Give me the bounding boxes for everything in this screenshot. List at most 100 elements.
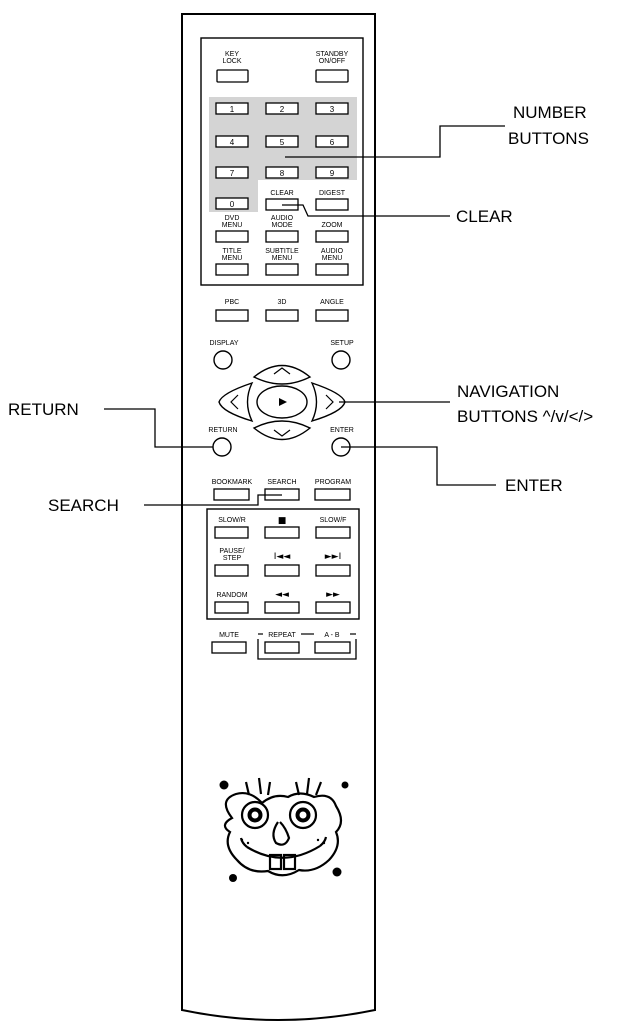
slow-reverse-button[interactable]: SLOW/R xyxy=(214,517,249,539)
random-button[interactable]: RANDOM xyxy=(214,592,249,614)
standby-button[interactable]: STANDBY ON/OFF xyxy=(315,51,349,83)
subtitle-menu-button[interactable]: SUBTITLE MENU xyxy=(265,248,299,276)
audio-menu-button[interactable]: AUDIO MENU xyxy=(315,248,349,276)
navigation-cluster xyxy=(218,364,346,441)
number-button-4[interactable]: 4 xyxy=(215,135,249,148)
previous-button[interactable]: I◄◄ xyxy=(264,552,300,577)
nav-right-button[interactable] xyxy=(310,381,346,423)
svg-text:PBC: PBC xyxy=(225,299,239,306)
number-button-9[interactable]: 9 xyxy=(315,166,349,179)
search-button[interactable]: SEARCH xyxy=(264,479,300,501)
number-button-5[interactable]: 5 xyxy=(265,135,299,148)
svg-text:ON/OFF: ON/OFF xyxy=(319,58,345,65)
svg-text:9: 9 xyxy=(330,169,335,178)
number-button-0[interactable]: 0 xyxy=(215,197,249,210)
svg-text:DISPLAY: DISPLAY xyxy=(209,340,238,347)
svg-text:ANGLE: ANGLE xyxy=(320,299,344,306)
pause-step-button[interactable]: PAUSE/ STEP xyxy=(214,548,249,577)
callout-search: SEARCH xyxy=(48,494,282,515)
mute-button[interactable]: MUTE xyxy=(211,632,247,654)
setup-button[interactable]: SETUP xyxy=(330,340,354,370)
callout-clear: CLEAR xyxy=(282,204,513,226)
fast-forward-button[interactable]: ►► xyxy=(315,590,351,614)
svg-text:DVD: DVD xyxy=(225,215,240,222)
display-button[interactable]: DISPLAY xyxy=(209,340,239,370)
digest-button[interactable]: DIGEST xyxy=(315,190,349,211)
rewind-button[interactable]: ◄◄ xyxy=(264,590,300,614)
nav-left-button[interactable] xyxy=(218,381,254,423)
svg-text:BUTTONS: BUTTONS xyxy=(508,129,589,148)
program-button[interactable]: PROGRAM xyxy=(314,479,351,501)
number-button-7[interactable]: 7 xyxy=(215,166,249,179)
svg-text:KEY: KEY xyxy=(225,51,239,58)
bookmark-button[interactable]: BOOKMARK xyxy=(212,479,253,501)
svg-text:TITLE: TITLE xyxy=(222,248,241,255)
svg-text:MUTE: MUTE xyxy=(219,632,239,639)
top-panel xyxy=(200,37,364,286)
repeat-button[interactable]: REPEAT xyxy=(264,632,300,654)
svg-text:CLEAR: CLEAR xyxy=(456,207,513,226)
title-menu-button[interactable]: TITLE MENU xyxy=(215,248,249,276)
nav-down-button[interactable] xyxy=(252,420,312,441)
clear-button[interactable]: CLEAR xyxy=(265,190,299,211)
number-button-2[interactable]: 2 xyxy=(265,102,299,115)
number-button-6[interactable]: 6 xyxy=(315,135,349,148)
number-button-8[interactable]: 8 xyxy=(265,166,299,179)
svg-text:MODE: MODE xyxy=(272,222,293,229)
playback-panel xyxy=(206,508,360,620)
cartoon-face-logo xyxy=(219,777,349,882)
svg-text:ENTER: ENTER xyxy=(505,476,563,495)
svg-text:REPEAT: REPEAT xyxy=(268,632,296,639)
svg-text:SEARCH: SEARCH xyxy=(48,496,119,515)
svg-text:BUTTONS ^/v/</>: BUTTONS ^/v/</> xyxy=(457,407,593,426)
repeat-ab-bracket xyxy=(257,633,357,660)
chevron-right-icon xyxy=(325,394,334,410)
zoom-button[interactable]: ZOOM xyxy=(315,222,349,243)
svg-text:SLOW/F: SLOW/F xyxy=(320,517,347,524)
audio-mode-button[interactable]: AUDIO MODE xyxy=(265,215,299,243)
svg-text:1: 1 xyxy=(230,105,235,114)
svg-text:ZOOM: ZOOM xyxy=(322,222,343,229)
svg-text:0: 0 xyxy=(230,200,235,209)
callout-enter: ENTER xyxy=(341,446,563,495)
key-lock-button[interactable]: KEY LOCK xyxy=(216,51,249,83)
angle-button[interactable]: ANGLE xyxy=(315,299,349,322)
svg-text:RANDOM: RANDOM xyxy=(216,592,247,599)
svg-text:MENU: MENU xyxy=(322,255,343,262)
svg-text:MENU: MENU xyxy=(222,255,243,262)
svg-text:SEARCH: SEARCH xyxy=(267,479,296,486)
svg-text:SUBTITLE: SUBTITLE xyxy=(265,248,299,255)
svg-text:8: 8 xyxy=(280,169,285,178)
svg-text:CLEAR: CLEAR xyxy=(270,190,293,197)
skip-back-icon: I◄◄ xyxy=(274,552,291,562)
play-button[interactable] xyxy=(256,385,308,419)
skip-forward-icon: ►►I xyxy=(325,552,342,562)
svg-text:3: 3 xyxy=(330,105,335,114)
svg-text:NUMBER: NUMBER xyxy=(513,103,587,122)
svg-text:RETURN: RETURN xyxy=(8,400,79,419)
svg-text:3D: 3D xyxy=(278,299,287,306)
number-button-3[interactable]: 3 xyxy=(315,102,349,115)
svg-text:PAUSE/: PAUSE/ xyxy=(219,548,244,555)
chevron-left-icon xyxy=(230,394,239,410)
slow-forward-button[interactable]: SLOW/F xyxy=(315,517,351,539)
svg-text:DIGEST: DIGEST xyxy=(319,190,346,197)
next-button[interactable]: ►►I xyxy=(315,552,351,577)
dvd-menu-button[interactable]: DVD MENU xyxy=(215,215,249,243)
svg-text:RETURN: RETURN xyxy=(208,427,237,434)
play-icon xyxy=(279,398,287,406)
3d-button[interactable]: 3D xyxy=(265,299,299,322)
svg-text:STANDBY: STANDBY xyxy=(316,51,349,58)
callout-number-buttons: NUMBER BUTTONS xyxy=(285,103,589,158)
nav-up-button[interactable] xyxy=(252,364,312,385)
number-shade xyxy=(209,97,357,212)
svg-text:6: 6 xyxy=(330,138,335,147)
a-b-button[interactable]: A - B xyxy=(314,632,351,654)
svg-text:AUDIO: AUDIO xyxy=(271,215,294,222)
stop-button[interactable]: ■ xyxy=(264,516,300,539)
number-button-1[interactable]: 1 xyxy=(215,102,249,115)
pbc-button[interactable]: PBC xyxy=(215,299,249,322)
svg-text:SLOW/R: SLOW/R xyxy=(218,517,246,524)
svg-text:MENU: MENU xyxy=(222,222,243,229)
